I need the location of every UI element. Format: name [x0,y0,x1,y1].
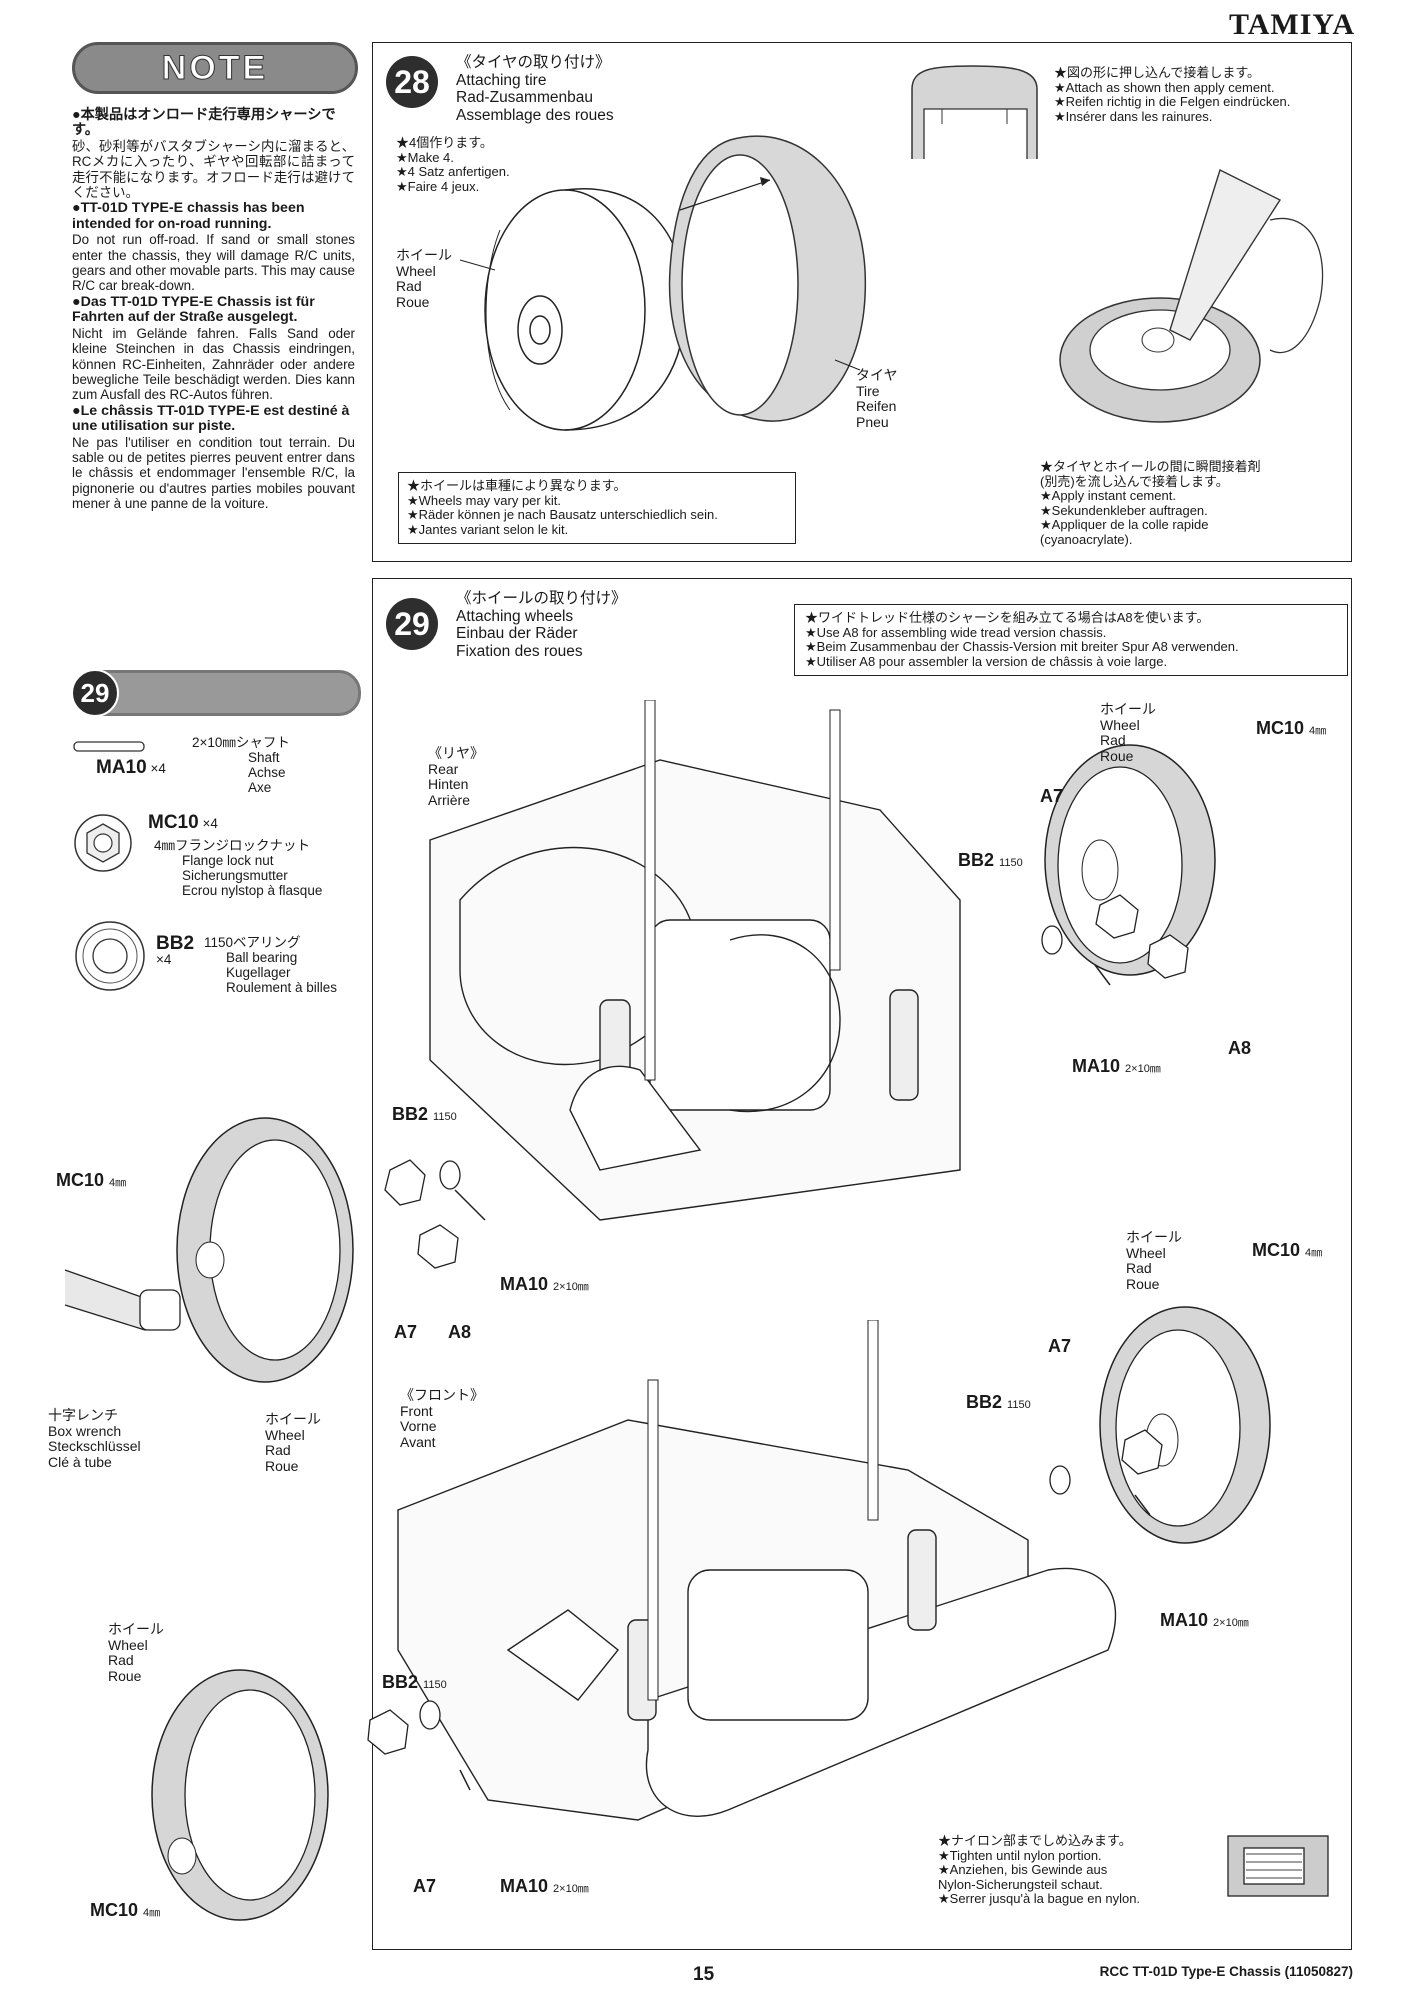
step29-a8-note: ★ワイドトレッド仕様のシャーシを組み立てる場合はA8を使います。★Use A8 … [794,604,1348,676]
callout-rear-left-bb2: BB2 1150 [392,1104,457,1124]
callout-front-right-bb2: BB2 1150 [966,1392,1031,1412]
callout-rear-right-ma10: MA10 2×10㎜ [1072,1056,1161,1076]
part-ma10-desc: 2×10㎜シャフト Shaft Achse Axe [192,735,290,795]
part-mc10-desc: 4㎜フランジロックナット Flange lock nut Sicherungsm… [154,838,323,898]
part-ma10: MA10 ×4 [96,757,166,778]
callout-front-right-a7: A7 [1048,1336,1072,1356]
callout-front-left-bb2: BB2 1150 [382,1672,447,1692]
tire-cross-section [911,65,1038,159]
callout-rear-left-a7: A7 [394,1322,418,1342]
callout-front-right-ma10: MA10 2×10㎜ [1160,1610,1249,1630]
note-body-jp: 砂、砂利等がバスタブシャーシ内に溜まると、RCメカに入ったり、ギヤや回転部に詰ま… [72,138,355,201]
note-head-fr: ●Le châssis TT-01D TYPE-E est destiné à … [72,402,350,435]
part-bb2-desc: 1150ベアリング Ball bearing Kugellager Roulem… [204,935,338,995]
note-head-jp: ●本製品はオンロード走行専用シャーシです。 [72,107,336,139]
note-head-en: ●TT-01D TYPE-E chassis has been intended… [72,200,305,232]
front-chassis-illustration [397,1320,1117,1821]
nylon-nut-section [1227,1835,1329,1897]
callout-rear-left-mc10: MC10 4㎜ [56,1170,127,1190]
cement-illustration [1059,169,1324,423]
front-left-hardware [367,1700,471,1791]
front-right-wheel [1099,1306,1271,1544]
wheel-tire-illustration [459,135,867,431]
step28-wheel-note: ★ホイールは車種により異なります。★Wheels may vary per ki… [398,472,796,544]
callout-rear-right-mc10: MC10 4㎜ [1256,718,1327,738]
rear-left-hardware [384,1159,486,1269]
callout-rear-left-a8: A8 [448,1322,472,1342]
nylon-note: ★ナイロン部までしめ込みます。★Tighten until nylon port… [938,1833,1141,1906]
brand-logo: TAMIYA [1228,8,1355,41]
ball-bearing-icon [75,921,145,991]
shaft-icon [73,741,145,752]
note-column: ●本製品はオンロード走行専用シャーシです。砂、砂利等がバスタブシャーシ内に溜まる… [72,107,355,513]
rear-left-wheel [176,1117,354,1383]
callout-front-right-mc10: MC10 4㎜ [1252,1240,1323,1260]
step29-number: 29 [386,598,438,650]
callout-rear-right-bb2: BB2 1150 [958,850,1023,870]
note-body-en: Do not run off-road. If sand or small st… [72,232,355,294]
callout-rear-right-a7: A7 [1040,786,1064,806]
step28-number: 28 [386,56,438,108]
step28-press-note: ★図の形に押し込んで接着します。★Attach as shown then ap… [1054,65,1291,124]
rear-right-hardware [1041,894,1189,986]
front-right-hardware [1049,1429,1163,1516]
step28-make: ★4個作ります。★Make 4.★4 Satz anfertigen.★Fair… [396,135,510,194]
box-wrench-icon [64,1269,181,1331]
parts-step-badge: 29 [71,669,361,717]
rear-chassis-illustration [429,700,961,1221]
part-mc10: MC10 ×4 [148,812,218,833]
rear-right-wheel [1044,744,1216,976]
step28-cement-note: ★タイヤとホイールの間に瞬間接着剤(別売)を流し込んで接着します。★Apply … [1040,459,1261,547]
callout-rear-right-a8: A8 [1228,1038,1252,1058]
callout-rear-left-ma10: MA10 2×10㎜ [500,1274,589,1294]
note-head-de: ●Das TT-01D TYPE-E Chassis ist für Fahrt… [72,293,315,326]
note-badge: NOTE [72,42,358,94]
page-number: 15 [693,1964,715,1985]
callout-front-left-mc10: MC10 4㎜ [90,1900,161,1920]
callout-front-left-a7: A7 [413,1876,437,1896]
note-body-fr: Ne pas l'utiliser en condition tout terr… [72,434,355,512]
flange-nut-icon [74,814,132,872]
footer-text: RCC TT-01D Type-E Chassis (11050827) [1099,1964,1353,1979]
step28-panel [372,42,1352,562]
front-left-wheel [151,1669,329,1921]
step29-panel [372,578,1352,1950]
part-bb2: BB2×4 [156,933,195,967]
callout-front-left-ma10: MA10 2×10㎜ [500,1876,589,1896]
note-body-de: Nicht im Gelände fahren. Falls Sand oder… [72,325,355,403]
